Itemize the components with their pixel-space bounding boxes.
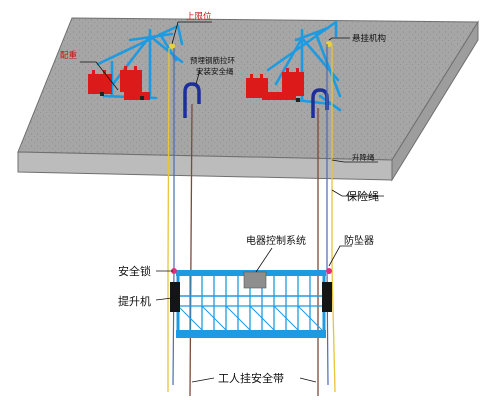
anchor-hook-left	[183, 82, 201, 118]
label-hoist: 提升机	[118, 294, 151, 308]
counterweight-right	[246, 68, 304, 102]
hoist-left	[170, 282, 180, 312]
hoist-right	[322, 282, 332, 312]
leader-lines	[80, 21, 384, 383]
safety-lock-left	[171, 268, 177, 274]
counterweight-left	[88, 66, 150, 100]
label-anchor-loop: 预埋钢筋拉环	[190, 55, 235, 65]
upper-limit-marker-left	[169, 43, 175, 49]
label-hoist-rope: 升降绳	[352, 152, 375, 162]
label-safety-lock: 安全锁	[118, 264, 151, 278]
electrical-control-box	[243, 271, 267, 289]
label-counterweight: 配重	[60, 50, 78, 61]
label-electrical-control: 电器控制系统	[246, 234, 306, 247]
label-insurance-rope: 保险绳	[346, 189, 379, 203]
insurance-ropes	[167, 44, 336, 393]
label-worker-belt: 工人挂安全带	[218, 371, 284, 385]
label-safety-rope-line: 安装安全绳	[196, 66, 234, 76]
lifeline-ropes	[189, 103, 319, 397]
label-upper-limit: 上限位	[186, 11, 212, 22]
fall-arrester-right	[326, 268, 332, 274]
label-fall-arrester: 防坠器	[344, 234, 374, 247]
label-suspension-mechanism: 悬挂机构	[352, 33, 386, 44]
roof-slab-edge	[391, 20, 479, 182]
